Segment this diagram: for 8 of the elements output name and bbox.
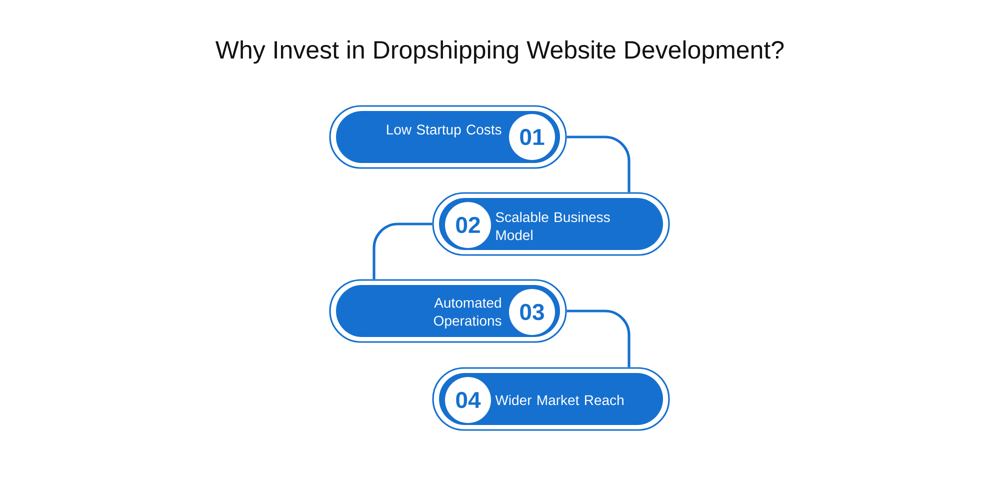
number-badge: 03 (509, 289, 555, 335)
number-badge: 02 (445, 202, 491, 248)
connector-line (372, 222, 432, 280)
number-badge: 01 (509, 114, 555, 160)
title: Why Invest in Dropshipping Website Development? (215, 40, 784, 64)
connector-line (566, 136, 630, 192)
number-badge: 04 (445, 377, 491, 423)
connector-line (566, 310, 630, 368)
